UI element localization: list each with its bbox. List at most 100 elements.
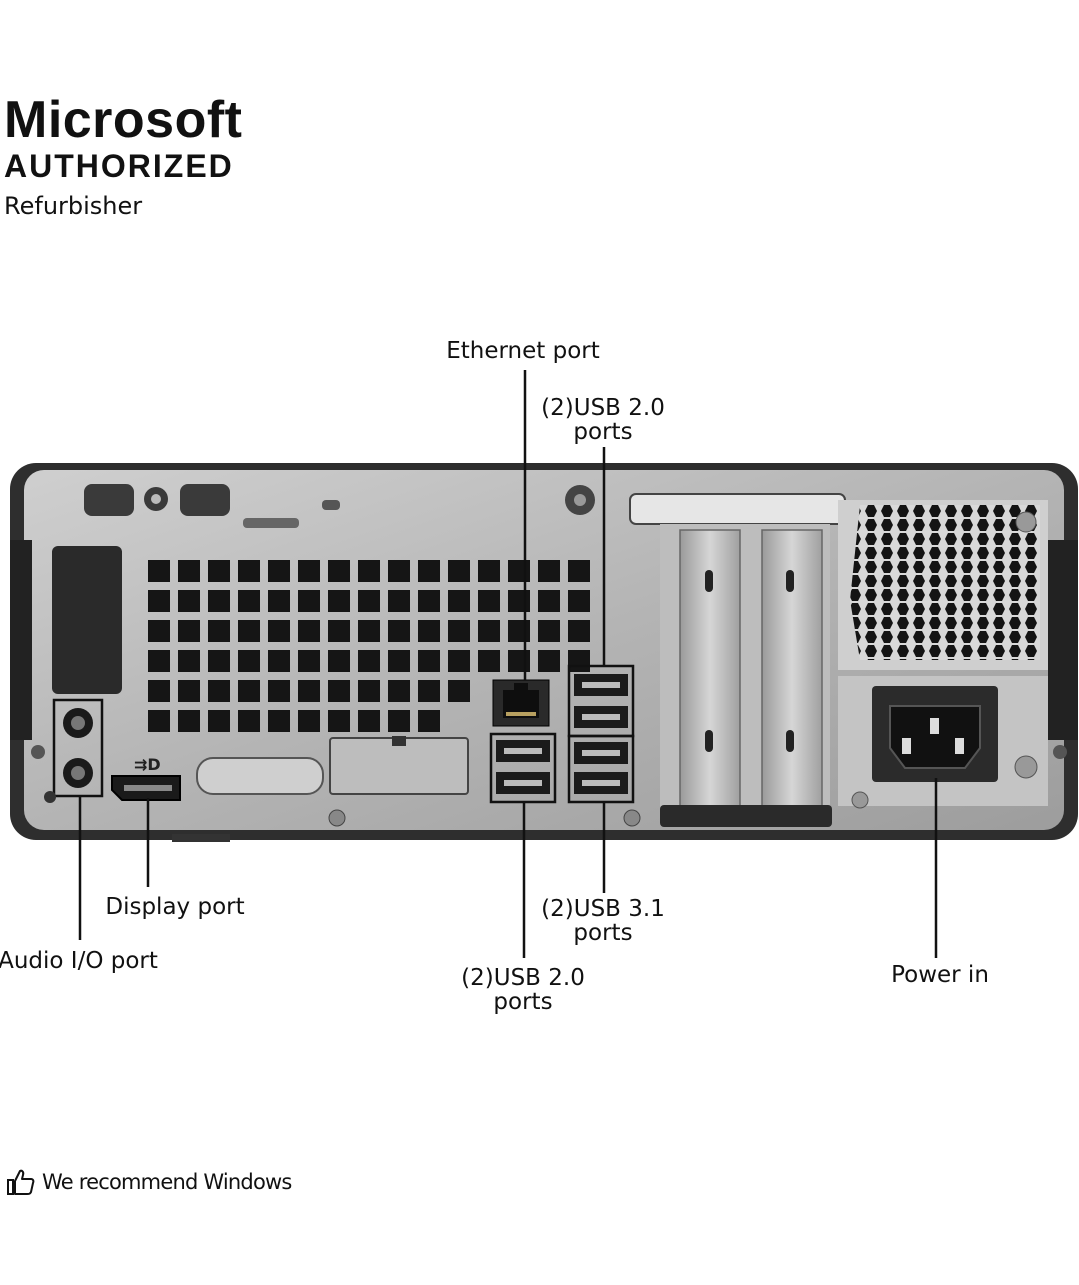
vent-hole — [298, 650, 320, 672]
label-usb31-line1: (2)USB 3.1 — [541, 896, 665, 922]
vent-hole — [538, 560, 560, 582]
vent-hole — [268, 710, 290, 732]
vent-hole — [418, 710, 440, 732]
vent-hole — [388, 680, 410, 702]
vent-hole — [328, 650, 350, 672]
vent-hole — [238, 560, 260, 582]
displayport-connector: ⇉D — [111, 755, 181, 801]
vent-hole — [298, 710, 320, 732]
vent-hole — [328, 710, 350, 732]
vent-hole — [178, 560, 200, 582]
thumbs-up-icon — [7, 1169, 35, 1195]
vent-hole — [178, 680, 200, 702]
vent-hole — [268, 620, 290, 642]
vent-hole — [178, 620, 200, 642]
power-section — [838, 511, 1048, 809]
vent-hole — [208, 680, 230, 702]
vent-hole — [508, 620, 530, 642]
label-power: Power in — [870, 963, 1010, 987]
vent-hole — [508, 560, 530, 582]
vent-hole — [328, 590, 350, 612]
vent-hole — [148, 620, 170, 642]
vent-hole — [358, 710, 380, 732]
vent-hole — [418, 650, 440, 672]
vent-hole — [268, 590, 290, 612]
svg-text:⇉D: ⇉D — [134, 755, 161, 774]
vent-hole — [478, 560, 500, 582]
footer-recommend: We recommend Windows — [6, 1167, 292, 1197]
top-knobs — [84, 484, 595, 528]
vent-hole — [208, 620, 230, 642]
vent-hole — [208, 560, 230, 582]
vent-hole — [268, 650, 290, 672]
brand-refurbisher: Refurbisher — [4, 192, 143, 220]
brand-microsoft: Microsoft — [4, 91, 243, 149]
vent-hole — [538, 650, 560, 672]
vent-hole — [328, 560, 350, 582]
label-display-text: Display port — [105, 894, 245, 920]
vent-hole — [298, 680, 320, 702]
vent-hole — [148, 680, 170, 702]
vent-hole — [208, 710, 230, 732]
label-usb31: (2)USB 3.1 ports — [520, 897, 686, 945]
label-usb20-bottom-line1: (2)USB 2.0 — [461, 965, 585, 991]
vent-hole — [178, 650, 200, 672]
blank-slot-cover — [329, 737, 469, 795]
label-display: Display port — [95, 895, 255, 919]
vent-hole — [328, 620, 350, 642]
vent-hole — [448, 560, 470, 582]
footer-text: We recommend Windows — [42, 1170, 292, 1194]
vent-hole — [388, 590, 410, 612]
brand-logo: Microsoft AUTHORIZED Refurbisher — [4, 92, 243, 226]
vent-hole — [238, 710, 260, 732]
vent-hole — [538, 590, 560, 612]
label-ethernet: Ethernet port — [430, 339, 616, 363]
serial-port-cover — [196, 757, 324, 795]
expansion-slots — [629, 493, 846, 827]
label-ethernet-text: Ethernet port — [446, 338, 600, 364]
vent-hole — [388, 650, 410, 672]
vent-hole — [448, 680, 470, 702]
label-power-text: Power in — [891, 962, 989, 988]
lock-handle — [52, 546, 122, 694]
label-usb20-top: (2)USB 2.0 ports — [520, 396, 686, 444]
brand-authorized: AUTHORIZED — [4, 148, 234, 184]
bottom-screws — [31, 745, 1067, 842]
vent-hole — [268, 560, 290, 582]
vent-hole — [478, 620, 500, 642]
ethernet-connector — [492, 679, 550, 727]
label-audio: Audio I/O port — [0, 949, 168, 973]
vent-hole — [448, 650, 470, 672]
vent-hole — [448, 590, 470, 612]
vent-hole — [178, 590, 200, 612]
label-audio-text: Audio I/O port — [0, 948, 158, 974]
leader-lines — [78, 370, 938, 958]
vent-hole — [358, 590, 380, 612]
vent-hole — [358, 620, 380, 642]
vent-hole — [358, 650, 380, 672]
vent-hole — [148, 650, 170, 672]
vent-hole — [268, 680, 290, 702]
vent-hole — [508, 650, 530, 672]
vent-hole — [148, 560, 170, 582]
vent-hole — [298, 620, 320, 642]
vent-hole — [358, 560, 380, 582]
vent-hole — [478, 590, 500, 612]
vent-hole — [358, 680, 380, 702]
vent-hole — [208, 650, 230, 672]
vent-hole — [388, 620, 410, 642]
vent-hole — [568, 620, 590, 642]
vent-hole — [148, 710, 170, 732]
vent-hole — [148, 590, 170, 612]
vent-hole — [238, 680, 260, 702]
vent-hole — [388, 710, 410, 732]
vent-hole — [418, 620, 440, 642]
vent-hole — [328, 680, 350, 702]
vent-hole — [508, 590, 530, 612]
vent-hole — [238, 590, 260, 612]
label-usb20-top-line1: (2)USB 2.0 — [541, 395, 665, 421]
vent-hole — [208, 590, 230, 612]
vent-hole — [448, 620, 470, 642]
psu-fan-grille — [838, 500, 1048, 670]
